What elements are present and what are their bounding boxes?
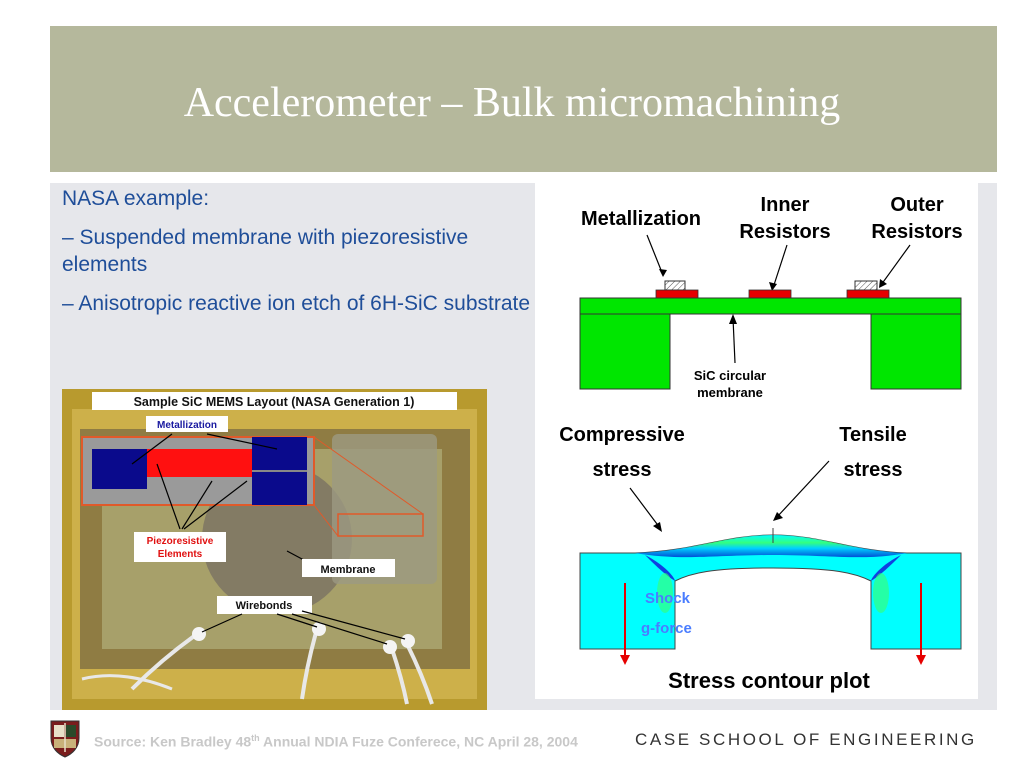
footer-brand: CASE SCHOOL OF ENGINEERING — [635, 730, 977, 749]
label-outer-resistors-line1: Outer — [890, 194, 944, 216]
accelerometer-diagram: Metallization Inner Resistors Outer Resi… — [535, 183, 978, 699]
label-tensile-line1: Tensile — [839, 424, 906, 446]
footer-source-prefix: Source: Ken Bradley 48 — [94, 733, 252, 750]
bullet-item: – Suspended membrane with piezoresistive… — [62, 226, 469, 276]
photo-label-piezo-line1: Piezoresistive — [147, 536, 214, 547]
bullet-list: NASA example: – Suspended membrane with … — [62, 185, 532, 329]
label-inner-resistors-line2: Resistors — [739, 221, 830, 243]
photo-label-wirebonds: Wirebonds — [236, 600, 293, 612]
label-compressive-line1: Compressive — [559, 424, 685, 446]
label-membrane-line2: membrane — [697, 385, 763, 400]
bullet-item: – Anisotropic reactive ion etch of 6H-Si… — [62, 292, 531, 315]
mems-layout-photo: Sample SiC MEMS Layout (NASA Generation … — [62, 389, 487, 710]
label-compressive-line2: stress — [593, 459, 652, 481]
label-shock-line2: g-force — [641, 620, 692, 637]
bullet-item: NASA example: — [62, 187, 210, 210]
label-membrane-line1: SiC circular — [694, 368, 766, 383]
shield-logo-icon — [48, 718, 82, 758]
label-shock-line1: Shock — [645, 590, 691, 607]
photo-label-metallization: Metallization — [157, 420, 217, 431]
photo-caption: Sample SiC MEMS Layout (NASA Generation … — [134, 395, 415, 409]
label-inner-resistors-line1: Inner — [761, 194, 810, 216]
label-outer-resistors-line2: Resistors — [871, 221, 962, 243]
label-metallization: Metallization — [581, 208, 701, 230]
footer-source-suffix: Annual NDIA Fuze Conferece, NC April 28,… — [259, 733, 578, 750]
photo-label-piezo-line2: Elements — [158, 549, 203, 560]
footer-source-sup: th — [251, 733, 260, 743]
label-tensile-line2: stress — [844, 459, 903, 481]
footer-source: Source: Ken Bradley 48th Annual NDIA Fuz… — [94, 730, 654, 751]
photo-label-membrane: Membrane — [320, 564, 375, 576]
slide-title: Accelerometer – Bulk micromachining — [183, 80, 841, 126]
label-contour-caption: Stress contour plot — [668, 668, 870, 693]
title-band — [50, 26, 997, 172]
